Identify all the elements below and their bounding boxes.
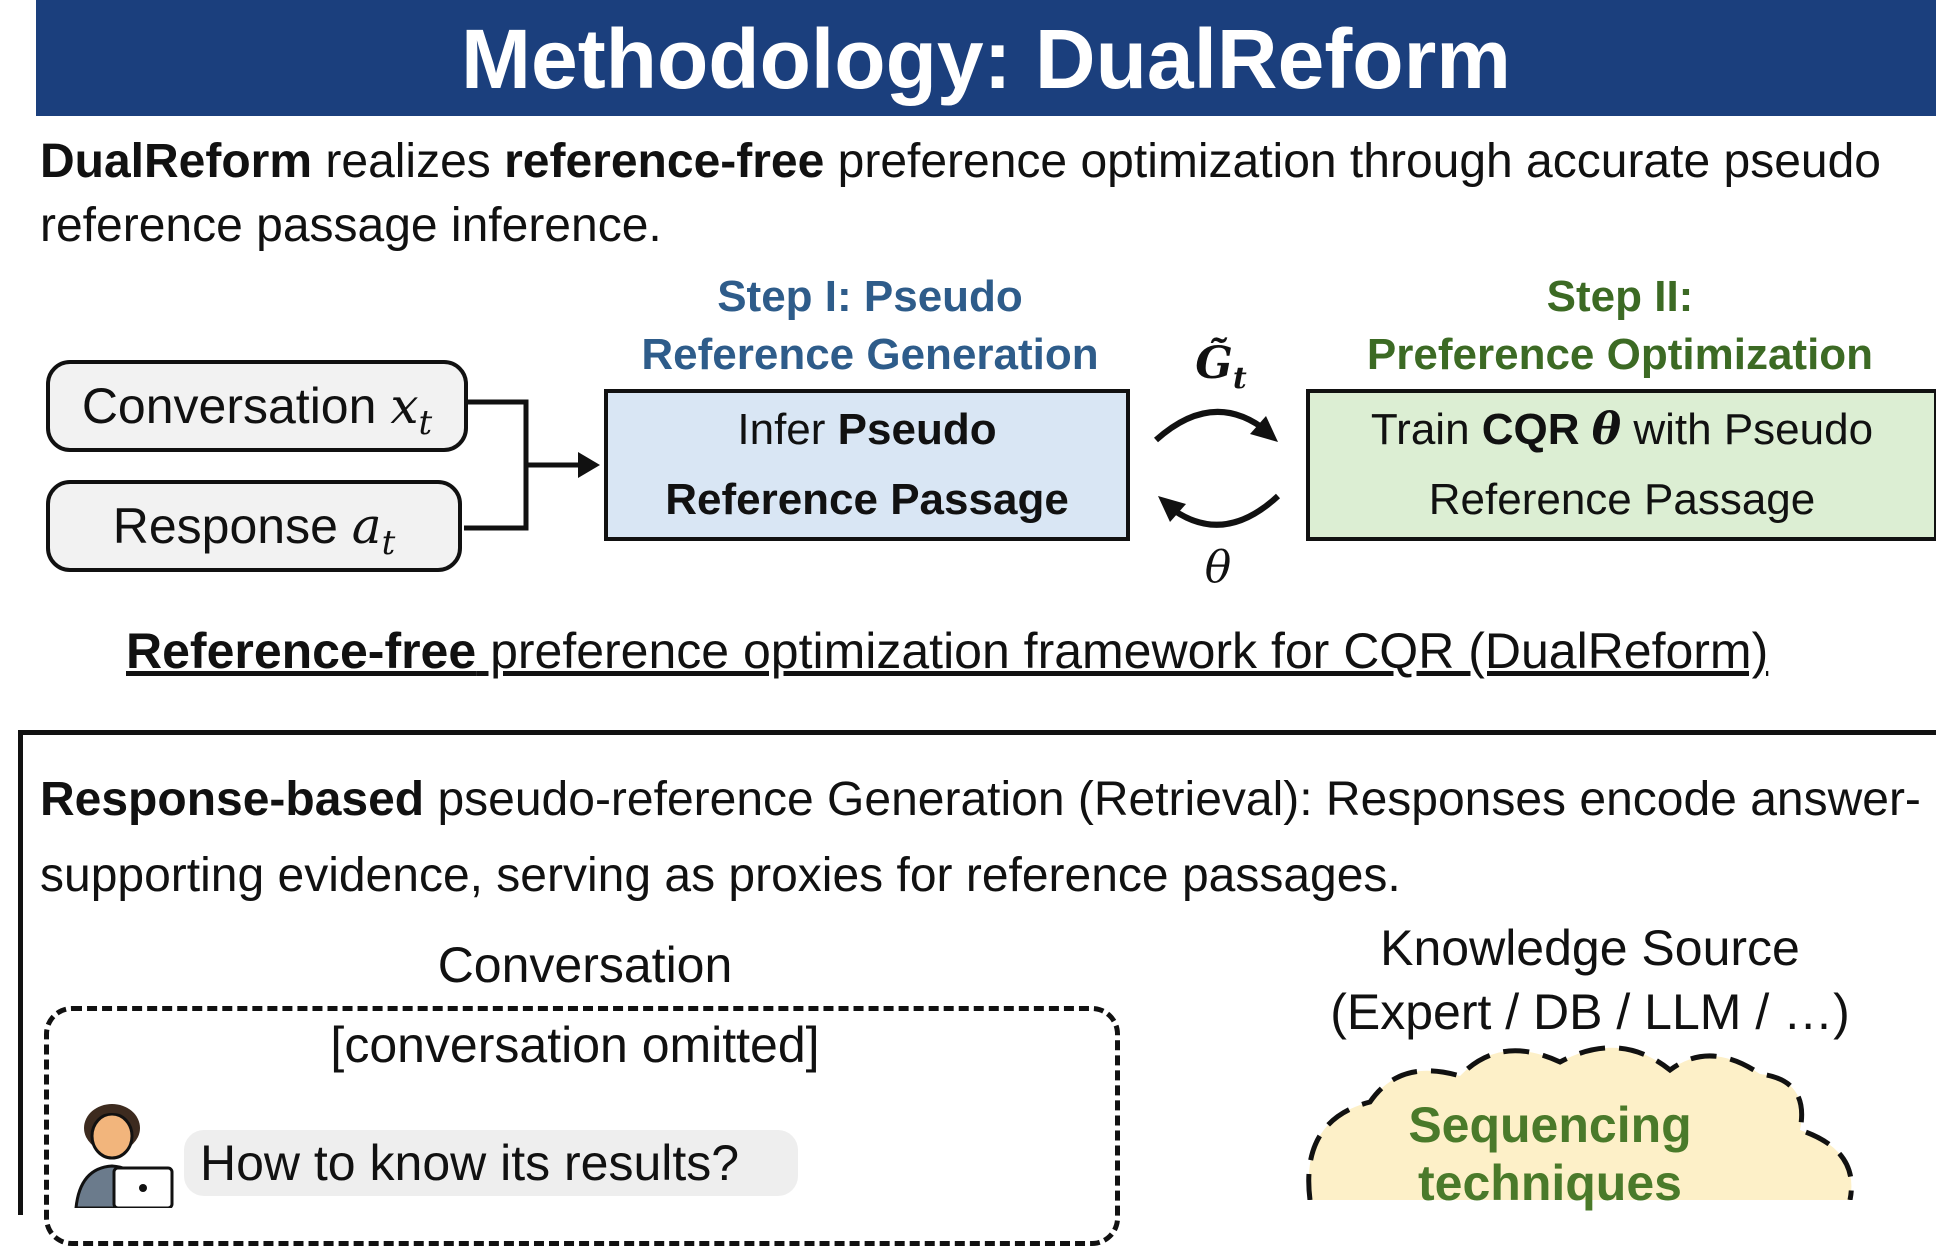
knowledge-source-line1: Knowledge Source: [1380, 920, 1800, 976]
cloud-label-line2: techniques: [1418, 1155, 1682, 1211]
gt-sub: t: [1232, 360, 1247, 396]
response-variable: at: [351, 497, 395, 563]
step2-title-line2: Preference Optimization: [1366, 330, 1874, 379]
forward-cycle-arrow: [1153, 409, 1270, 443]
step1-box-plain: Infer: [737, 405, 838, 454]
user-face-icon: [90, 1112, 134, 1160]
step2-box-plain-2: with Pseudo: [1621, 405, 1874, 454]
response-based-section-frame: [18, 730, 1936, 1215]
gt-symbol: G̃: [1195, 338, 1233, 389]
cloud-label-line1: Sequencing: [1408, 1097, 1692, 1153]
laptop-logo-icon: [139, 1184, 147, 1192]
step1-box-line1: Infer Pseudo: [608, 395, 1126, 465]
page-title: Methodology: DualReform: [461, 12, 1511, 106]
user-with-laptop-icon: [74, 1104, 174, 1208]
knowledge-source-title: Knowledge Source (Expert / DB / LLM / …): [1280, 916, 1900, 1044]
framework-caption-bold: Reference-free: [126, 623, 477, 679]
user-hair-top-icon: [86, 1107, 138, 1124]
title-bar: Methodology: DualReform: [36, 0, 1936, 116]
section-text: pseudo-reference Generation (Retrieval):…: [40, 773, 1921, 902]
step2-box: Train CQR θ with Pseudo Reference Passag…: [1306, 389, 1936, 541]
forward-cycle-arrowhead: [1250, 416, 1278, 442]
framework-caption: Reference-free preference optimization f…: [126, 622, 1886, 680]
step1-title: Step I: Pseudo Reference Generation: [605, 268, 1135, 384]
step2-title: Step II: Preference Optimization: [1330, 268, 1910, 384]
step1-box-bold: Pseudo: [837, 405, 997, 454]
conversation-var: x: [390, 377, 419, 435]
intro-text-2: preference optimization through accurate…: [40, 135, 1881, 252]
user-message-text: How to know its results?: [200, 1135, 740, 1191]
theta-symbol: θ: [1204, 542, 1232, 593]
response-label: Response: [112, 498, 352, 554]
response-var: a: [351, 497, 382, 555]
step2-title-line1: Step II:: [1546, 272, 1694, 321]
backward-cycle-arrow: [1166, 493, 1281, 528]
response-based-description: Response-based pseudo-reference Generati…: [40, 762, 1930, 914]
section-bold: Response-based: [40, 773, 425, 826]
conversation-label: Conversation: [81, 378, 391, 434]
to-step1-arrowhead: [578, 452, 600, 478]
input-bracket-line: [464, 399, 529, 531]
conversation-sub: t: [418, 403, 433, 443]
step2-box-line1: Train CQR θ with Pseudo: [1310, 395, 1934, 465]
step2-box-line2: Reference Passage: [1428, 475, 1816, 524]
response-sub: t: [381, 523, 396, 563]
pseudo-reference-symbol: G̃t: [1186, 338, 1256, 396]
step1-box-line2: Reference Passage: [608, 465, 1126, 535]
step2-box-plain-1: Train: [1370, 405, 1482, 454]
user-message-bubble: How to know its results?: [184, 1130, 798, 1196]
conversation-heading: Conversation: [437, 937, 733, 993]
intro-text-1: realizes: [312, 135, 505, 188]
step1-title-line1: Step I: Pseudo: [717, 272, 1023, 321]
conversation-omitted: [conversation omitted]: [330, 1017, 820, 1073]
step2-box-bold: CQR: [1481, 405, 1580, 454]
framework-caption-text: preference optimization framework for CQ…: [476, 623, 1769, 679]
step1-box-bold-2: Reference Passage: [665, 475, 1069, 524]
connector-lines: [464, 399, 1281, 531]
intro-bold-dualreform: DualReform: [40, 135, 313, 188]
step2-box-theta: θ: [1591, 404, 1622, 455]
backward-cycle-arrowhead: [1158, 496, 1186, 522]
intro-paragraph: DualReform realizes reference-free prefe…: [40, 130, 1920, 258]
step1-title-line2: Reference Generation: [641, 330, 1099, 379]
response-input-pill: Response at: [46, 480, 462, 572]
step1-box: Infer Pseudo Reference Passage: [604, 389, 1130, 541]
cloud-label: Sequencing techniques: [1340, 1096, 1760, 1212]
cloud-outline: [1306, 1045, 1854, 1200]
intro-bold-reference-free: reference-free: [504, 135, 825, 188]
conversation-input-pill: Conversation xt: [46, 360, 468, 452]
knowledge-cloud-icon: [1306, 1045, 1854, 1200]
conversation-variable: xt: [390, 377, 432, 443]
knowledge-source-line2: (Expert / DB / LLM / …): [1330, 984, 1850, 1040]
